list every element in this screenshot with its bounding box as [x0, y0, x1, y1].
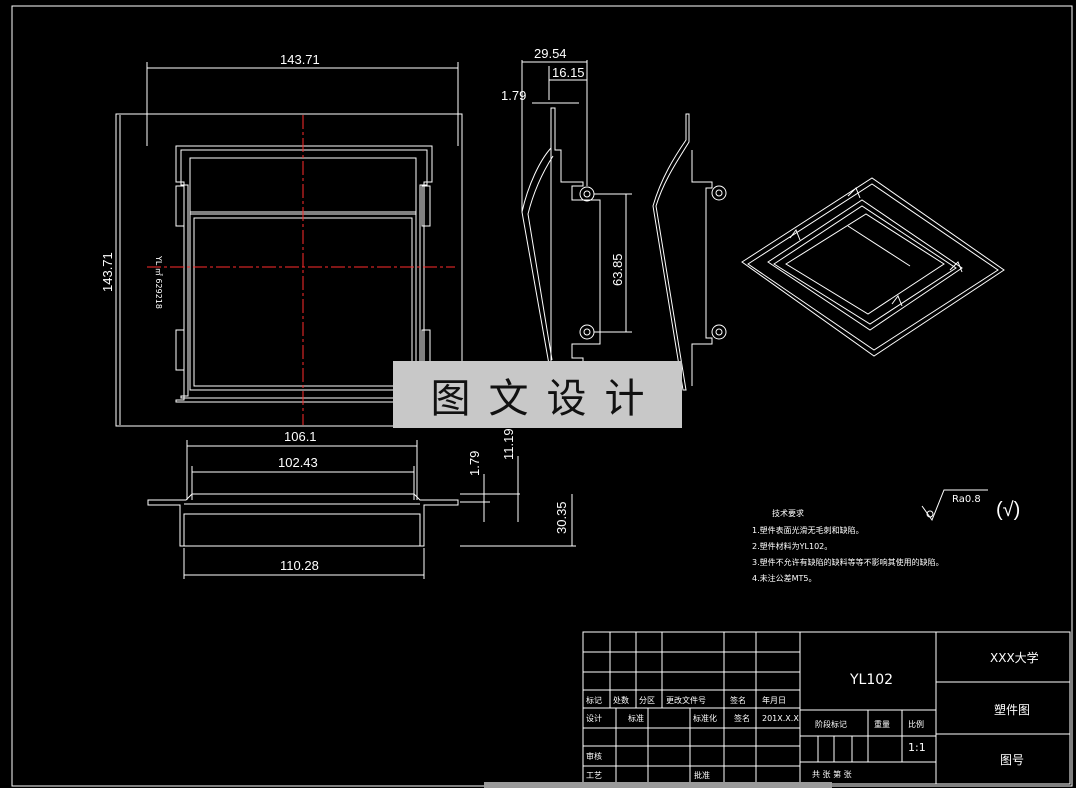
dim-bottom-1061: 106.1: [284, 429, 317, 444]
tb-part-code: YL102: [849, 672, 893, 688]
dim-side-part: 16.15: [552, 65, 585, 80]
section-view: [652, 113, 727, 391]
tb-design: 设计: [586, 713, 602, 723]
watermark-overlay: 图文设计: [393, 361, 682, 428]
dim-side-total: 29.54: [534, 46, 567, 61]
dim-side-thin: 1.79: [501, 88, 526, 103]
watermark-text: 图文设计: [430, 375, 663, 422]
tb-drawing-no: 图号: [1000, 753, 1024, 767]
tb-scale-value: 1:1: [908, 741, 926, 754]
dim-bottom-10243: 102.43: [278, 455, 318, 470]
dim-mid-1119: 11.19: [501, 428, 516, 460]
dim-bottom-3035: 30.35: [554, 501, 569, 534]
tech-note-3: 3.塑件不允许有缺陷的缺料等等不影响其使用的缺陷。: [752, 557, 944, 567]
tb-header-sign: 签名: [730, 695, 746, 705]
tb-header-docno: 更改文件号: [666, 695, 706, 705]
tb-signature: 签名: [734, 713, 750, 723]
tb-process: 工艺: [586, 771, 602, 780]
tb-date-value: 201X.X.X: [762, 714, 799, 723]
roughness-symbol: [921, 489, 988, 522]
tb-header-count: 处数: [613, 695, 629, 705]
horizontal-scrollbar[interactable]: [484, 782, 832, 788]
dim-hole-spacing: 63.85: [610, 253, 625, 286]
roughness-label: Ra0.8: [952, 494, 981, 505]
title-block: [582, 631, 1071, 785]
tb-sheets: 共 张 第 张: [812, 769, 852, 779]
tb-approve: 批准: [694, 770, 710, 780]
tb-stage-mark: 阶段标记: [815, 719, 847, 729]
tb-school: XXX大学: [990, 650, 1039, 665]
isometric-view: [741, 177, 1005, 357]
roughness-bracket: (√): [996, 499, 1020, 521]
tb-standard: 标准: [628, 713, 644, 723]
dim-bottom-179: 1.79: [467, 451, 482, 476]
tb-standardization: 标准化: [693, 713, 717, 723]
bottom-view: [147, 440, 576, 579]
tb-header-mark: 标记: [586, 695, 602, 705]
dim-bottom-11028: 110.28: [280, 558, 319, 573]
side-view: [521, 60, 632, 387]
tb-scale-label: 比例: [908, 719, 924, 729]
tech-note-1: 1.塑件表面光滑无毛刺和缺陷。: [752, 525, 864, 535]
tb-drawing-name: 塑件图: [994, 702, 1030, 717]
tb-header-date: 年月日: [762, 695, 786, 705]
tech-note-2: 2.塑件材料为YL102。: [752, 541, 832, 551]
dim-top-width: 143.71: [280, 52, 320, 67]
tech-note-4: 4.未注公差MT5。: [752, 573, 817, 583]
tech-notes-title: 技术要求: [772, 508, 804, 518]
part-marking: YL ㎡ 629218: [154, 255, 163, 309]
dim-left-height: 143.71: [100, 252, 115, 292]
tb-header-zone: 分区: [639, 696, 655, 705]
tb-review: 审核: [586, 751, 602, 761]
tb-weight: 重量: [874, 719, 890, 729]
